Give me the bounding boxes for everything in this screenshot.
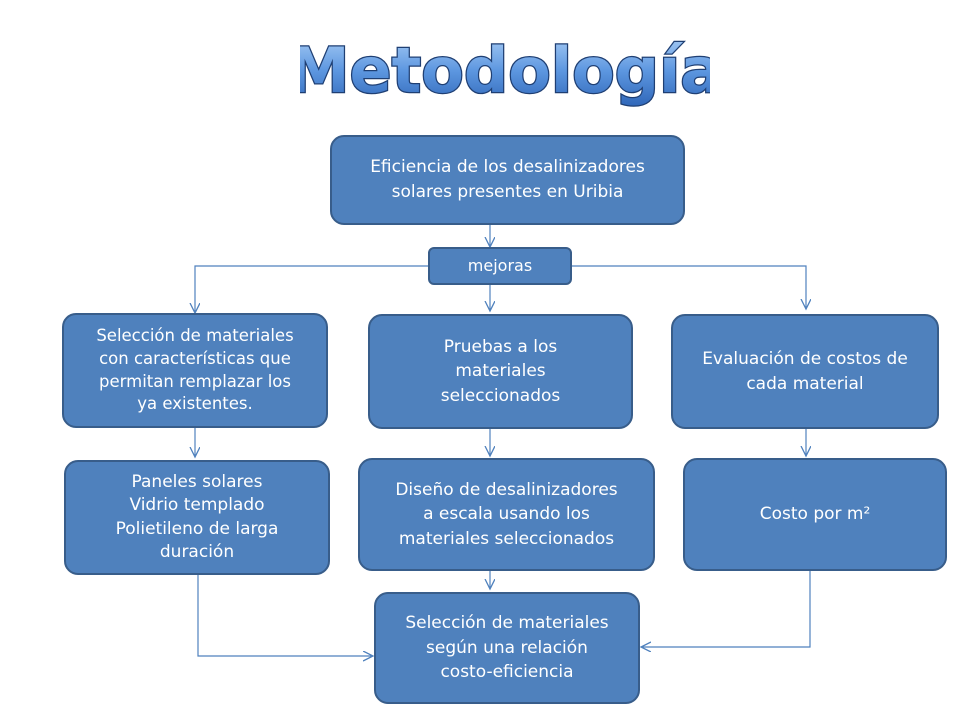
arrow-costo-to-final: [642, 570, 811, 647]
node-diseno: Diseño de desalinizadores a escala usand…: [358, 458, 655, 571]
node-paneles: Paneles solares Vidrio templado Polietil…: [64, 460, 330, 575]
arrow-mejoras-to-evaluacion: [572, 265, 806, 308]
node-costo-m2: Costo por m²: [683, 458, 947, 571]
diagram-title: Metodología: [300, 33, 710, 109]
title-text: Metodología: [300, 34, 710, 107]
node-seleccion-materiales: Selección de materiales con característi…: [62, 313, 328, 428]
node-pruebas: Pruebas a los materiales seleccionados: [368, 314, 633, 429]
node-eficiencia: Eficiencia de los desalinizadores solare…: [330, 135, 685, 225]
node-mejoras: mejoras: [428, 247, 572, 285]
node-evaluacion-costos: Evaluación de costos de cada material: [671, 314, 939, 429]
arrow-paneles-to-final: [197, 574, 372, 656]
arrow-mejoras-to-seleccion: [195, 265, 428, 312]
node-seleccion-final: Selección de materiales según una relaci…: [374, 592, 640, 704]
